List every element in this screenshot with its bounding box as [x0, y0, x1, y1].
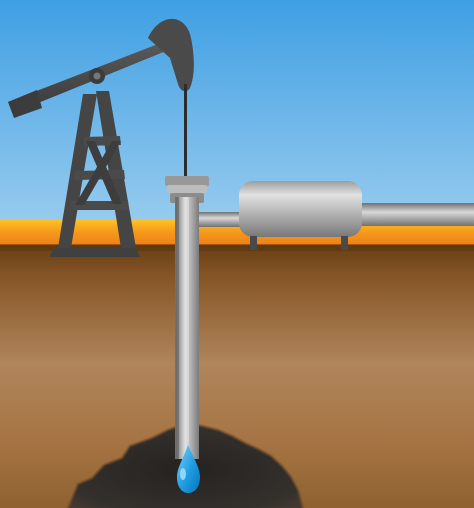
- horse-head: [148, 18, 194, 92]
- walking-beam: [8, 44, 166, 112]
- pumpjack-pivot-center: [93, 72, 101, 80]
- pumpjack-crank-arm: [8, 90, 42, 118]
- oil-reservoir-edge: [66, 422, 305, 508]
- oil-droplet-highlight: [180, 468, 186, 480]
- horizon-shadow: [0, 244, 474, 251]
- polished-rod: [184, 84, 187, 180]
- pumpjack-brace-diag-b: [75, 141, 121, 205]
- storage-tank-leg-left: [250, 236, 257, 250]
- oil-droplet: [177, 445, 200, 493]
- storage-tank-leg-right: [341, 236, 348, 250]
- pumpjack-brace-diag-a: [86, 141, 122, 204]
- vertical-pipe-highlight: [185, 197, 189, 459]
- storage-tank-body: [239, 181, 362, 237]
- horizontal-pipe-left: [186, 212, 247, 227]
- horizontal-pipe-right: [357, 203, 474, 226]
- vertical-pipe-shadow: [176, 197, 179, 459]
- pumpjack-base: [49, 247, 140, 257]
- wellhead-flange: [167, 185, 207, 193]
- wellhead-top: [165, 176, 209, 186]
- pumpjack: [8, 18, 194, 248]
